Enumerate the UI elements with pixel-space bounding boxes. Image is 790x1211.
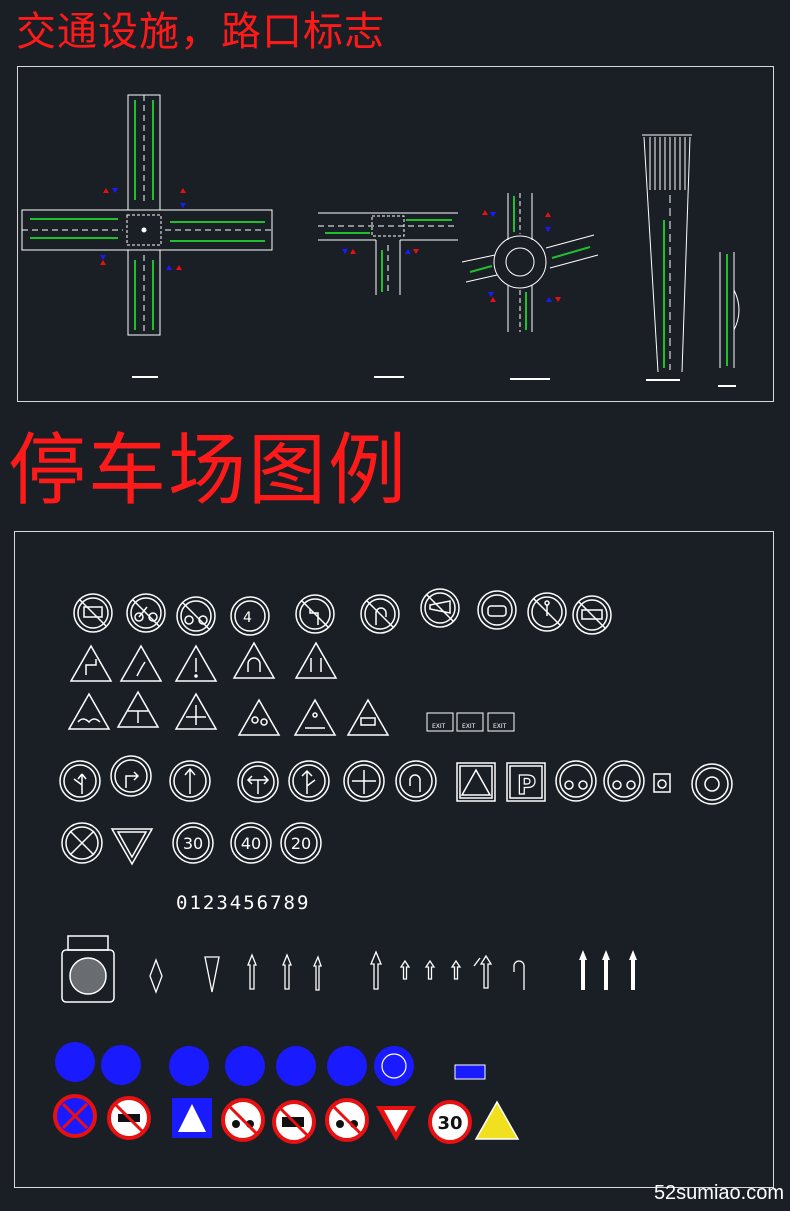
bicycle-lane-sign (555, 760, 597, 802)
intersection-signal-icons (100, 188, 186, 270)
no-stopping-sign (61, 822, 103, 864)
accessible-sign (653, 773, 671, 793)
turn-right-sign (110, 755, 152, 797)
four-way-intersection (21, 94, 273, 336)
no-parking-color-sign (53, 1094, 97, 1138)
crossroad-warning-sign (174, 692, 218, 730)
no-motorbike-color-sign (325, 1098, 369, 1142)
warning-signs-row-2 (67, 690, 390, 736)
intersection-green-lanes (30, 100, 265, 330)
digit-set: 0123456789 (176, 892, 310, 914)
watermark: 52sumiao.com (653, 1182, 784, 1204)
no-truck-color-sign (272, 1100, 316, 1144)
motorcycle-lane-sign (603, 760, 645, 802)
no-truck-sign (572, 595, 612, 635)
straight-ahead-sign (169, 760, 211, 802)
exit-signs: EXIT EXIT EXIT (426, 712, 515, 732)
speed-limit-red-sign: 30 (428, 1100, 472, 1144)
roundabout-intersection (461, 193, 599, 332)
speed-limit-40-label: 40 (241, 834, 261, 853)
uneven-road-warning-sign (67, 692, 111, 730)
speed-limit-30-sign (172, 822, 214, 864)
exit-label-3: EXIT (493, 723, 507, 730)
yield-color-sign (376, 1106, 416, 1141)
exit-label-2: EXIT (462, 723, 476, 730)
colored-signs-row: 30 (53, 1094, 520, 1144)
exit-label-1: EXIT (432, 723, 446, 730)
diamond-marking (149, 958, 163, 994)
speed-limit-red-label: 30 (437, 1113, 462, 1134)
road-marking-arrows (149, 950, 525, 994)
arrow-marking-7 (451, 960, 461, 980)
t-intersection (318, 212, 458, 295)
warning-yellow-sign (474, 1100, 520, 1140)
tapered-road (642, 134, 692, 373)
tunnel-warning-sign (232, 641, 276, 679)
arrow-marking-4 (370, 950, 382, 990)
no-pedestrian-sign (527, 592, 567, 632)
no-bus-sign (73, 593, 113, 633)
section-title-parking-legend: 停车场图例 (8, 426, 409, 516)
winding-road-warning-sign (119, 644, 163, 682)
pedestrian-crossing-sign (456, 762, 496, 802)
intersections-frame (17, 66, 774, 402)
no-u-turn-sign (360, 594, 400, 634)
arrow-marking-6 (425, 960, 435, 980)
svg-text:4: 4 (243, 610, 252, 626)
parking-letter: P (517, 771, 536, 801)
caution-warning-sign (174, 644, 218, 682)
warning-signs-row-1 (69, 641, 338, 682)
pedestrian-crossing-warning-sign (293, 698, 337, 736)
speed-signs-row (61, 822, 322, 866)
yield-sign (110, 828, 154, 866)
height-limit-sign: 4 (230, 596, 270, 636)
traffic-light (61, 935, 115, 1003)
slippery-warning-sign (346, 698, 390, 736)
roundabout-signal-icons (482, 210, 561, 302)
mandatory-signs-row: P (59, 755, 733, 805)
t-intersection-signal-icons (342, 249, 419, 254)
no-horn-sign (420, 588, 460, 628)
t-intersection-green-lanes (325, 219, 452, 292)
u-turn-sign (395, 760, 437, 802)
parking-sign: P (506, 762, 546, 802)
no-left-turn-sign (295, 594, 335, 634)
all-directions-sign (343, 760, 385, 802)
arrow-marking-2 (282, 953, 292, 990)
roundabout-green-lanes (469, 196, 591, 330)
t-junction-warning-sign (116, 690, 160, 728)
speed-limit-30-label: 30 (183, 834, 203, 853)
no-motorcycle-sign (176, 596, 216, 636)
arrow-marking-1 (247, 953, 257, 990)
no-bicycle-sign (126, 593, 166, 633)
narrow-road (719, 252, 740, 368)
speed-limit-20-sign (280, 822, 322, 864)
two-way-traffic-warning-sign (294, 641, 338, 679)
section-title-traffic-facilities: 交通设施，路口标志 (16, 9, 385, 55)
lane-end-marking (204, 956, 220, 993)
no-vehicle-color-sign (107, 1096, 151, 1140)
arrow-marking-3 (312, 955, 322, 991)
straight-or-right-sign (288, 760, 330, 802)
prohibition-signs-row: 4 (73, 588, 612, 636)
children-warning-sign (237, 698, 281, 736)
filled-road-arrows (579, 950, 637, 990)
arrow-marking-8 (473, 954, 493, 989)
sharp-curve-warning-sign (69, 644, 113, 682)
blue-mandatory-signs-row (55, 1042, 486, 1086)
speed-limit-40-sign (230, 822, 272, 864)
left-or-right-sign (237, 761, 279, 803)
legend-frame (14, 531, 774, 1188)
no-motorcycle-color-sign (221, 1098, 265, 1142)
roundabout-sign (691, 763, 733, 805)
speed-limit-20-label: 20 (291, 834, 311, 853)
no-vehicle-sign (477, 590, 517, 630)
u-turn-marking (513, 960, 525, 990)
straight-or-left-sign (59, 760, 101, 802)
arrow-marking-5 (400, 960, 410, 980)
pedestrian-crossing-color-sign (172, 1098, 212, 1138)
